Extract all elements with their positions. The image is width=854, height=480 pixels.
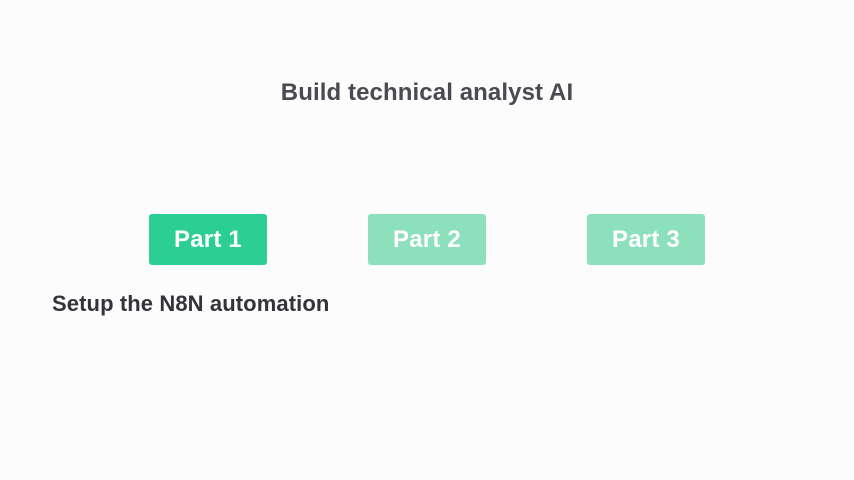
part-button-3-label: Part 3 (612, 225, 680, 253)
part-button-1[interactable]: Part 1 (149, 214, 267, 265)
part-button-2[interactable]: Part 2 (368, 214, 486, 265)
part-button-3[interactable]: Part 3 (587, 214, 705, 265)
part-selector-group: Part 1 Part 2 Part 3 (149, 214, 705, 265)
slide-caption: Setup the N8N automation (52, 291, 330, 316)
part-button-1-label: Part 1 (174, 225, 242, 253)
page-title: Build technical analyst AI (280, 79, 574, 106)
part-button-2-label: Part 2 (393, 225, 461, 253)
